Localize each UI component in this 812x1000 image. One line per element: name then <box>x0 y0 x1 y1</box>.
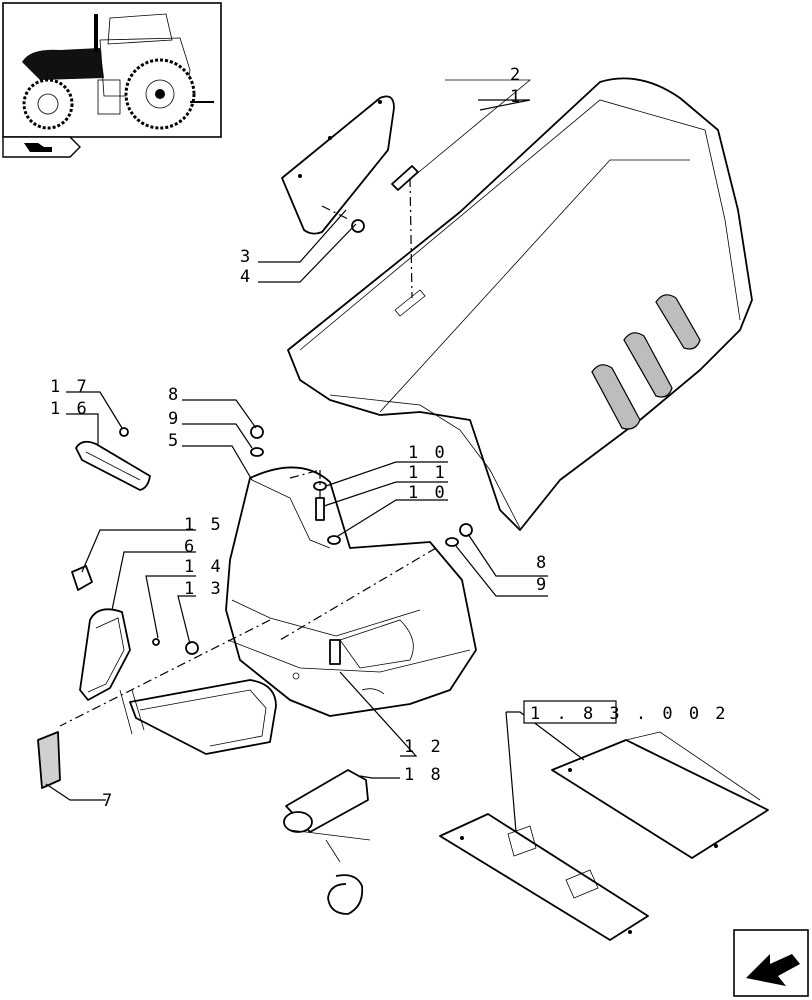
callout-11: 1 1 <box>408 463 448 483</box>
callout-4: 4 <box>240 267 253 287</box>
callout-16: 1 6 <box>50 399 90 419</box>
callout-9-top: 9 <box>168 409 181 429</box>
reference-bracket-part <box>439 731 769 941</box>
decal-part <box>391 165 419 191</box>
callout-17: 1 7 <box>50 377 90 397</box>
small-hardware <box>59 425 473 727</box>
callout-9-right: 9 <box>536 575 549 595</box>
leader-lines <box>45 79 585 833</box>
callout-8-right: 8 <box>536 553 549 573</box>
screw-part <box>321 205 365 233</box>
section-tag-icon[interactable] <box>2 136 81 158</box>
reference-label: 1 . 8 3 . 0 0 2 <box>530 704 729 724</box>
clip-part <box>283 769 371 915</box>
callout-12: 1 2 <box>404 737 444 757</box>
tractor-thumbnail-icon[interactable] <box>2 2 222 138</box>
callout-6: 6 <box>184 537 197 557</box>
callout-8-top: 8 <box>168 385 181 405</box>
callout-1: 1 <box>510 87 523 107</box>
callout-14: 1 4 <box>184 557 224 577</box>
callout-2: 2 <box>510 65 523 85</box>
plate-part <box>37 731 61 789</box>
grille-insert-part <box>79 608 277 755</box>
callout-3: 3 <box>240 247 253 267</box>
callout-10-bottom: 1 0 <box>408 483 448 503</box>
badge-part <box>75 440 151 491</box>
next-page-arrow-icon[interactable] <box>733 929 809 997</box>
callout-10-top: 1 0 <box>408 443 448 463</box>
hood-part <box>287 77 753 531</box>
decal-leader <box>409 177 413 299</box>
callout-15: 1 5 <box>184 515 224 535</box>
front-grille-housing-part <box>225 466 477 717</box>
callout-18: 1 8 <box>404 765 444 785</box>
callout-5: 5 <box>168 431 181 451</box>
callout-13: 1 3 <box>184 579 224 599</box>
side-panel-part <box>281 95 395 235</box>
reference-link[interactable]: 1 . 8 3 . 0 0 2 <box>523 700 729 724</box>
callout-7: 7 <box>102 791 115 811</box>
